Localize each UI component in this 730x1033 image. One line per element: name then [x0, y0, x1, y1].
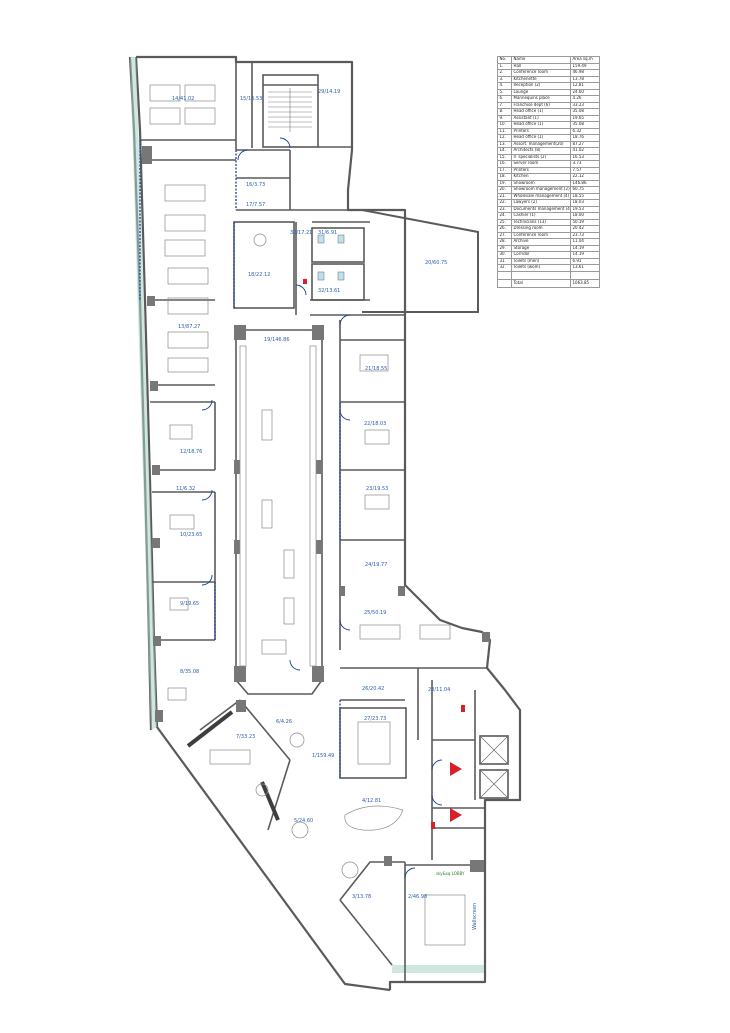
room-labels: 14/41.02 15/16.53 29/14.19 16/3.73 17/7.… [172, 89, 478, 930]
room-label: 8/35.08 [180, 669, 199, 675]
cell-name: Showroom management (2) [511, 186, 571, 194]
cell-name: Wholesale management (4) [511, 192, 571, 200]
room-label: 9/19.65 [180, 601, 199, 607]
room-label: 23/19.53 [366, 486, 388, 492]
room-label: 29/14.19 [318, 89, 340, 95]
curtain-walls [186, 710, 280, 821]
room-label: 4/12.81 [362, 798, 381, 804]
columns [142, 146, 490, 872]
room-label: 10/23.65 [180, 532, 202, 538]
room-label: 27/23.73 [364, 716, 386, 722]
room-label: 26/20.42 [362, 686, 384, 692]
room-label: 24/19.77 [365, 562, 387, 568]
cell-area: 159.49 [570, 62, 600, 70]
cell-area: 35.08 [570, 121, 600, 129]
cell-area: 19.65 [570, 114, 600, 122]
room-label: 16/3.73 [246, 182, 265, 188]
outer-walls [128, 55, 522, 992]
room-label: 19/146.86 [264, 337, 290, 343]
room-label: 7/33.23 [236, 734, 255, 740]
room-label: 17/7.57 [246, 202, 265, 208]
room-label: 25/50.19 [364, 610, 386, 616]
table-row: 12.Head office (1)18.76 [497, 134, 600, 142]
interior-walls [140, 62, 509, 982]
total-value: 1063.85 [570, 278, 600, 288]
room-label: 15/16.53 [240, 96, 262, 102]
room-label: 21/18.55 [365, 366, 387, 372]
table-spacer-row [497, 270, 600, 280]
cell-area: 12.81 [570, 82, 600, 90]
furniture [149, 84, 466, 946]
lift-shafts [479, 735, 509, 799]
terrace-outline [361, 209, 479, 313]
cell-area: 46.98 [570, 69, 600, 77]
stair-treads [268, 88, 312, 132]
table-row: 9.Assistant (1)19.65 [497, 114, 600, 122]
room-label: 3/13.78 [352, 894, 371, 900]
wallscreen-label: Wallscreen [472, 903, 478, 930]
cell-name: Assort. management(20) [511, 140, 571, 148]
wc-fixtures [317, 234, 345, 281]
room-label: 30/17.21 [290, 230, 312, 236]
exit-markers [303, 279, 465, 829]
cell-area: 13.78 [570, 75, 600, 83]
room-label: 1/159.49 [312, 753, 334, 759]
room-label: 2/46.98 [408, 894, 427, 900]
glazing [130, 57, 484, 973]
glass-partitions [139, 140, 341, 778]
room-label: 13/87.27 [178, 324, 200, 330]
cell-area: 33.23 [570, 101, 600, 109]
cell-area: 4.26 [570, 95, 600, 103]
room-label: 5/24.60 [294, 818, 313, 824]
room-label: 12/18.76 [180, 449, 202, 455]
table-row: 7.Franchise dept (6)33.23 [497, 101, 600, 109]
room-label: 18/22.12 [248, 272, 270, 278]
table-row: 4.Reception (2)12.81 [497, 82, 600, 90]
total-label: Total [511, 278, 571, 288]
room-label: 28/11.04 [428, 687, 450, 693]
room-label: 20/60.75 [425, 260, 447, 266]
table-row: 8.Head office (1)35.08 [497, 108, 600, 116]
room-label: 31/6.91 [318, 230, 337, 236]
cell-area: 24.60 [570, 88, 600, 96]
doors [201, 137, 443, 879]
room-label: 11/6.32 [176, 486, 195, 492]
room-label: 22/18.03 [364, 421, 386, 427]
table-row: 10.Head office (1)35.08 [497, 121, 600, 129]
cell-area: 35.08 [570, 108, 600, 116]
table-total-row: Total 1063.85 [497, 278, 600, 288]
cell-name: Documents management (4) [511, 205, 571, 213]
room-label: 6/4.26 [276, 719, 292, 725]
lobby-label: sky&sq LOBBY [436, 871, 465, 876]
room-label: 14/41.02 [172, 96, 194, 102]
room-label: 32/13.61 [318, 288, 340, 294]
